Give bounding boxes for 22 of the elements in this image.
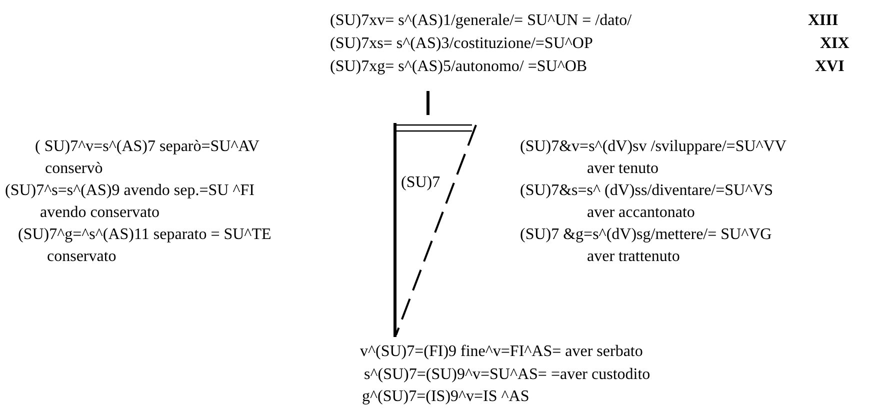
roman-numeral: XIII — [808, 12, 838, 30]
formula-text: (SU)7^g=^s^(AS)11 separato = SU^TE — [18, 226, 272, 244]
formula-text: (SU)7&v=s^(dV)sv /sviluppare/=SU^VV — [520, 138, 786, 156]
note-text: aver tenuto — [587, 160, 659, 178]
note-text: conservato — [47, 248, 116, 266]
formula-text: (SU)7^s=s^(AS)9 avendo sep.=SU ^FI — [5, 182, 254, 200]
note-text: aver trattenuto — [587, 248, 680, 266]
formula-text: (SU)7xs= s^(AS)3/costituzione/=SU^OP — [330, 35, 593, 53]
formula-text: ( SU)7^v=s^(AS)7 separò=SU^AV — [35, 138, 260, 156]
note-text: conservò — [45, 160, 103, 178]
formula-text: (SU)7 — [401, 174, 440, 192]
formula-text: (SU)7&s=s^ (dV)ss/diventare/=SU^VS — [520, 182, 774, 200]
formula-text: v^(SU)7=(FI)9 fine^v=FI^AS= aver serbato — [360, 343, 643, 361]
roman-numeral: XIX — [820, 35, 850, 53]
formula-text: (SU)7 &g=s^(dV)sg/mettere/= SU^VG — [520, 226, 772, 244]
note-text: avendo conservato — [40, 204, 160, 222]
note-text: aver accantonato — [587, 204, 695, 222]
roman-numeral: XVI — [815, 58, 844, 76]
formula-text: (SU)7xg= s^(AS)5/autonomo/ =SU^OB — [330, 58, 588, 76]
formula-text: s^(SU)7=(SU)9^v=SU^AS= =aver custodito — [364, 366, 650, 384]
formula-text: g^(SU)7=(IS)9^v=IS ^AS — [362, 388, 530, 406]
formula-text: (SU)7xv= s^(AS)1/generale/= SU^UN = /dato/ — [330, 12, 632, 30]
